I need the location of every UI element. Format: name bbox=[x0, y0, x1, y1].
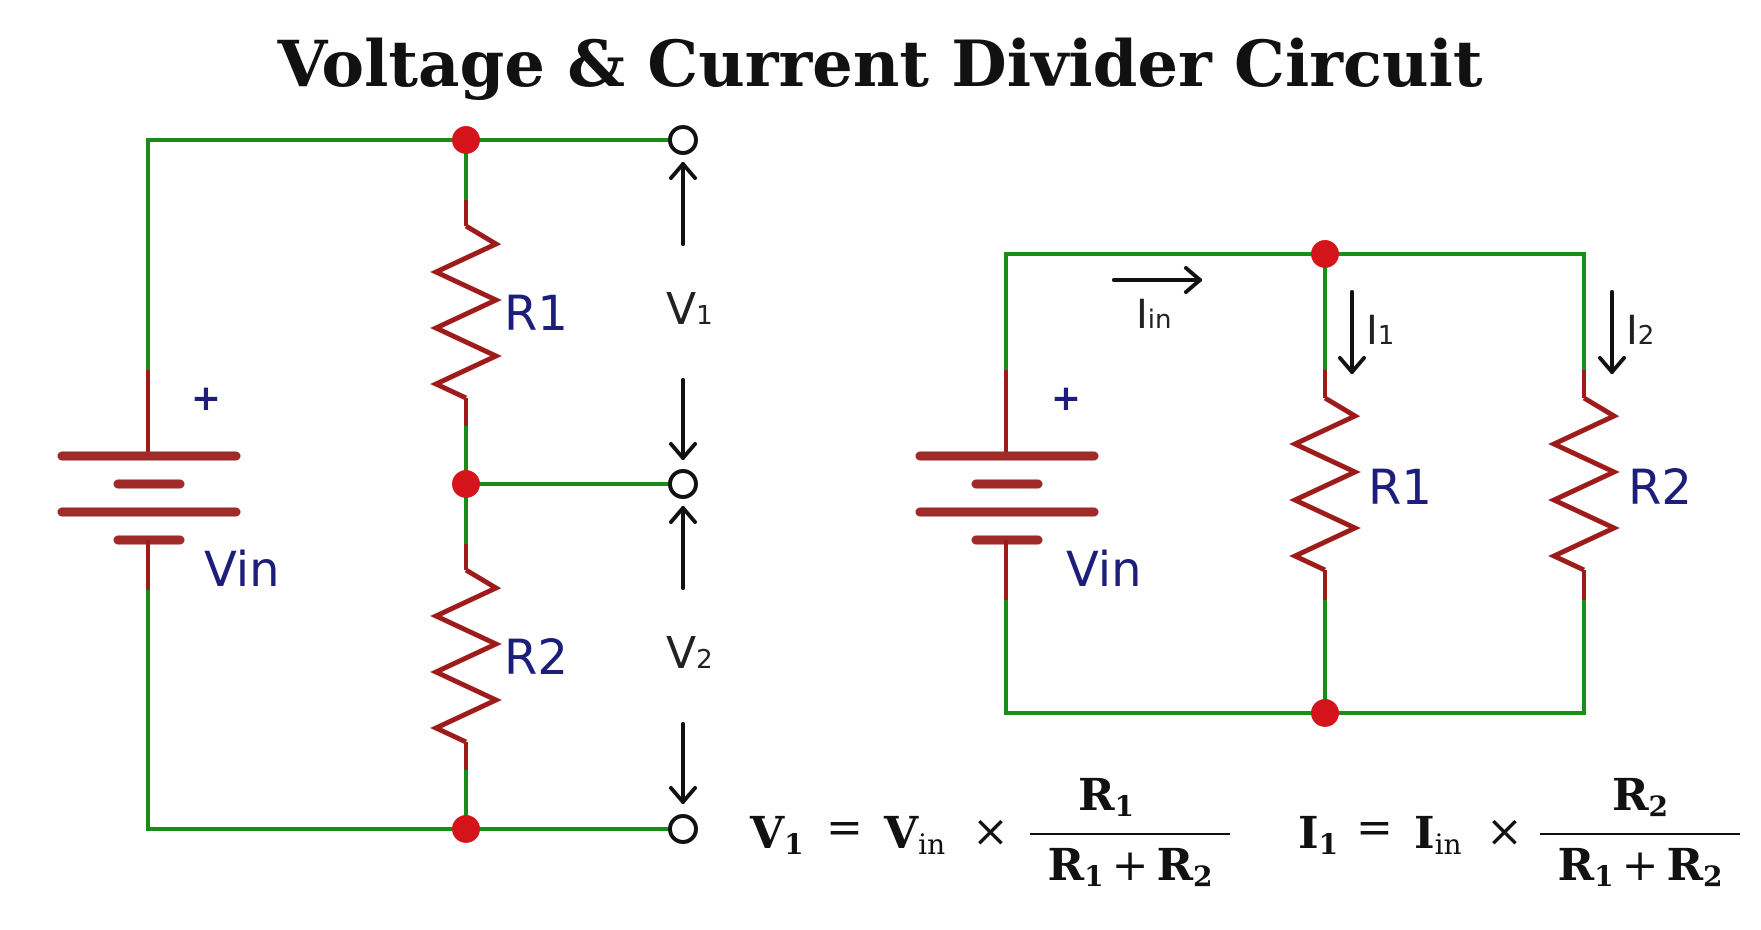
vd-terminal-bottom bbox=[668, 814, 698, 844]
vd-wire-left-top bbox=[146, 138, 685, 372]
formula-v-numerator: R1 bbox=[1078, 770, 1134, 823]
formula-i-numerator: R2 bbox=[1612, 770, 1668, 823]
formula-v-equals: = bbox=[826, 802, 863, 853]
voltage-divider-formula: V1 = Vin × R1 R1+R2 bbox=[749, 770, 1230, 893]
formula-i-lhs: I1 bbox=[1298, 808, 1338, 861]
cd-battery bbox=[915, 370, 1099, 600]
cd-resistor-r1 bbox=[1289, 370, 1361, 600]
vd-resistor-r2 bbox=[430, 544, 502, 770]
cd-r1-label: R1 bbox=[1368, 460, 1432, 516]
cd-i2-label: I2 bbox=[1626, 308, 1654, 354]
vd-wire-left-bottom bbox=[146, 588, 685, 831]
vd-node-top bbox=[452, 126, 480, 154]
vd-v1-arrow-up bbox=[669, 162, 697, 246]
formula-i-iin: Iin bbox=[1414, 808, 1462, 861]
vd-v2-arrow-down bbox=[669, 722, 697, 804]
vd-v1-arrow-down bbox=[669, 378, 697, 460]
formula-v-denominator: R1+R2 bbox=[1048, 840, 1213, 893]
vd-r2-label: R2 bbox=[504, 630, 568, 686]
current-divider-circuit: + Vin R1 R2 Iin I1 I2 bbox=[915, 240, 1692, 727]
vd-node-bottom bbox=[452, 815, 480, 843]
vd-v2-arrow-up bbox=[669, 506, 697, 590]
voltage-divider-circuit: + Vin R1 R2 V1 V2 bbox=[57, 125, 713, 844]
vd-resistor-r1 bbox=[430, 200, 502, 426]
formula-v-vin: Vin bbox=[883, 808, 945, 861]
cd-wire-bottom bbox=[1004, 598, 1586, 715]
formula-i-equals: = bbox=[1356, 802, 1393, 853]
cd-iin-arrow bbox=[1112, 266, 1202, 294]
vd-v2-label: V2 bbox=[666, 628, 713, 679]
vd-v1-label: V1 bbox=[666, 284, 713, 335]
formula-i-denominator: R1+R2 bbox=[1558, 840, 1723, 893]
vd-r1-label: R1 bbox=[504, 286, 568, 342]
cd-i1-label: I1 bbox=[1366, 308, 1394, 354]
formula-v-times: × bbox=[972, 806, 1009, 857]
cd-plus-sign: + bbox=[1051, 378, 1081, 419]
vd-node-mid bbox=[452, 470, 480, 498]
cd-node-top bbox=[1311, 240, 1339, 268]
vd-terminal-top bbox=[668, 125, 698, 155]
formula-i-times: × bbox=[1486, 806, 1523, 857]
cd-i1-arrow bbox=[1338, 290, 1366, 374]
formula-v-lhs: V1 bbox=[749, 808, 804, 861]
vd-plus-sign: + bbox=[191, 378, 221, 419]
page-title: Voltage & Current Divider Circuit bbox=[277, 27, 1483, 102]
cd-node-bottom bbox=[1311, 699, 1339, 727]
vd-battery bbox=[57, 370, 241, 590]
cd-wire-top bbox=[1004, 252, 1586, 372]
vd-vin-label: Vin bbox=[204, 542, 280, 598]
current-divider-formula: I1 = Iin × R2 R1+R2 bbox=[1298, 770, 1740, 893]
cd-resistor-r2 bbox=[1548, 370, 1620, 600]
cd-vin-label: Vin bbox=[1066, 542, 1142, 598]
cd-i2-arrow bbox=[1598, 290, 1626, 374]
cd-r2-label: R2 bbox=[1628, 460, 1692, 516]
cd-iin-label: Iin bbox=[1136, 292, 1172, 338]
vd-terminal-mid bbox=[668, 469, 698, 499]
